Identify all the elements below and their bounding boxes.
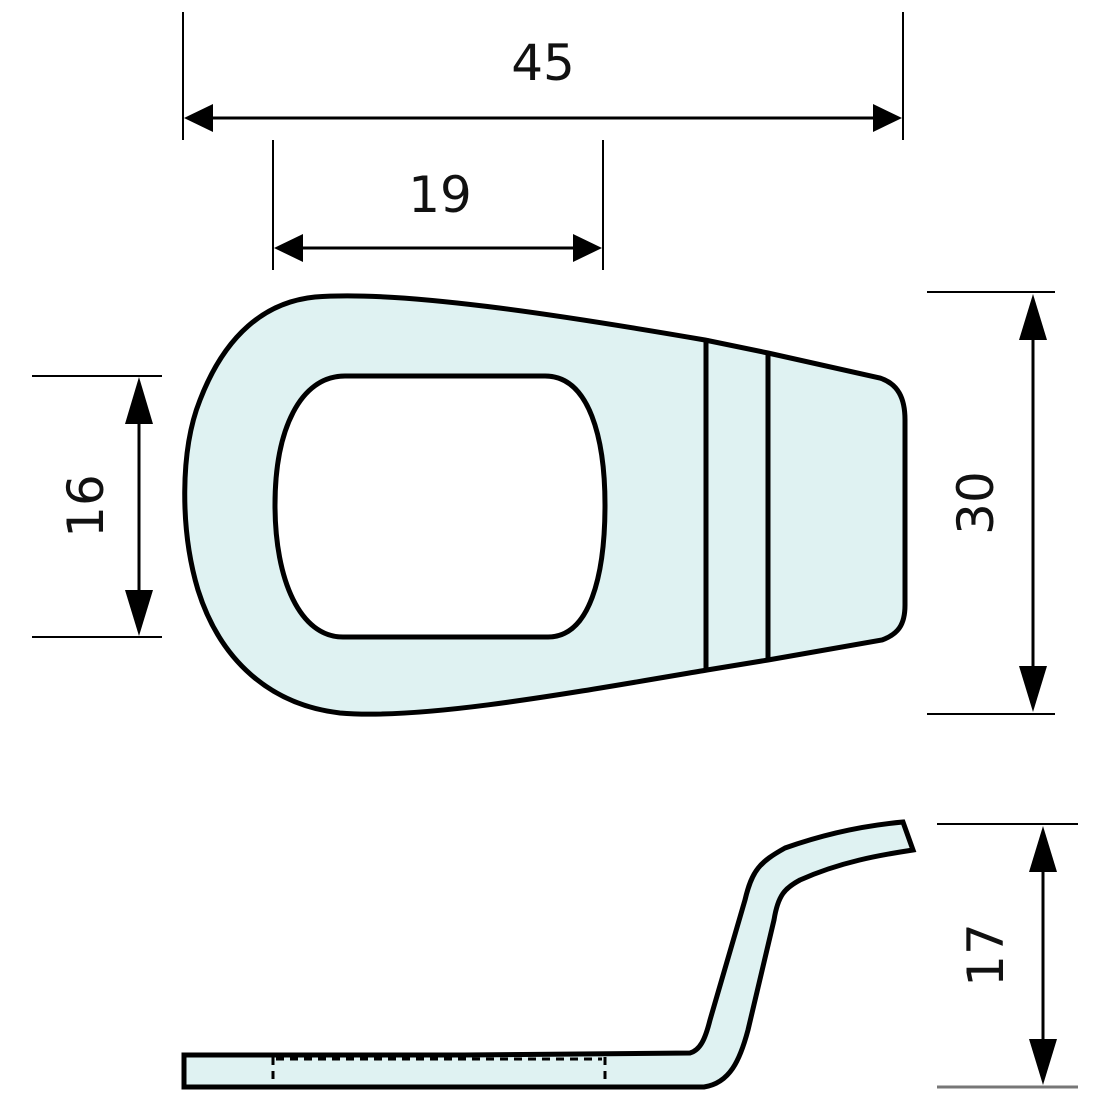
- dimension-overall-width: 30: [927, 291, 1055, 715]
- dimension-hole-width: 19: [272, 140, 604, 270]
- dimension-label-45: 45: [511, 34, 575, 92]
- top-view: [182, 293, 908, 717]
- bracket-side-profile: [181, 819, 917, 1090]
- dimension-label-17: 17: [957, 923, 1015, 987]
- side-view: [181, 819, 917, 1090]
- dimension-label-19: 19: [408, 166, 472, 224]
- bracket-hole: [272, 373, 608, 640]
- dimension-overall-length: 45: [182, 12, 904, 140]
- dimension-hole-height: 16: [32, 375, 162, 638]
- dimension-label-16: 16: [57, 474, 115, 538]
- dimension-side-height: 17: [937, 823, 1078, 1089]
- dimension-label-30: 30: [947, 471, 1005, 535]
